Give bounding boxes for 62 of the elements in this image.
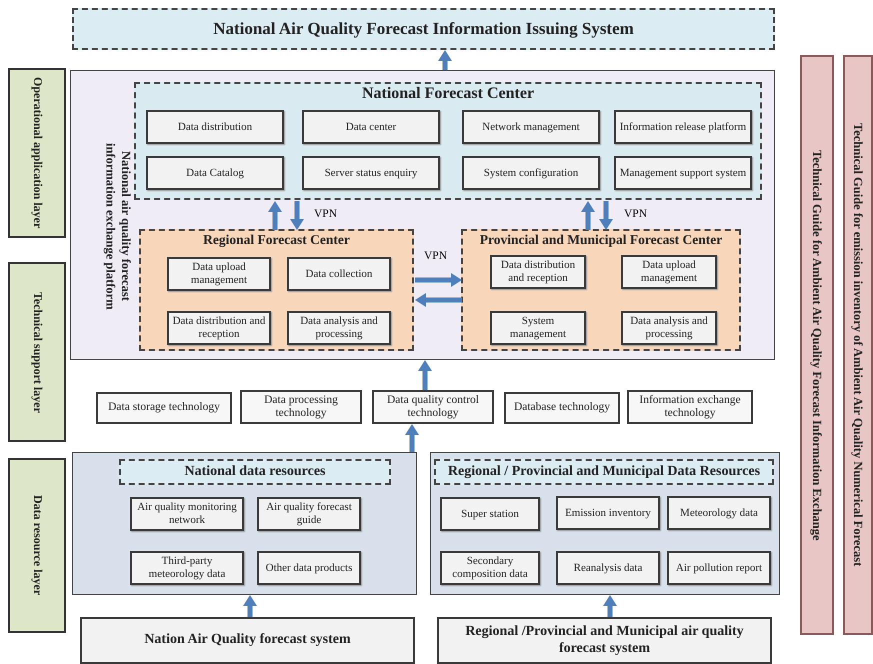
arrow <box>599 201 613 230</box>
panel-background <box>430 452 780 595</box>
module-box: Data analysis and processing <box>287 311 391 345</box>
arrow <box>581 201 595 230</box>
arrow <box>290 201 304 230</box>
module-box: Reanalysis data <box>556 551 660 585</box>
module-box: Information release platform <box>614 110 752 144</box>
technology-box: Data processing technology <box>240 390 362 424</box>
forecast-center-panel <box>139 229 414 351</box>
module-box: Management support system <box>614 156 752 190</box>
module-box: Air quality forecast guide <box>257 497 361 531</box>
module-box: Data collection <box>287 257 391 291</box>
arrow <box>438 50 452 70</box>
module-box: Server status enquiry <box>302 156 440 190</box>
forecast-center-panel <box>134 82 762 200</box>
module-box: Data analysis and processing <box>621 311 717 345</box>
layer-label: Operational application layer <box>8 68 66 238</box>
arrow <box>415 273 462 287</box>
module-box: Secondary composition data <box>440 551 540 585</box>
module-box: Meteorology data <box>667 496 771 530</box>
technology-box: Data storage technology <box>96 392 232 424</box>
layer-label: Data resource layer <box>8 458 66 633</box>
module-box: Emission inventory <box>556 496 660 530</box>
module-box: Data distribution <box>146 110 284 144</box>
arrow <box>415 293 462 307</box>
guide-band: Technical Guide for Ambient Air Quality Forecast Information Exchange <box>800 55 834 635</box>
center-heading: Regional Forecast Center <box>202 232 351 248</box>
module-box: Air quality monitoring network <box>130 497 244 531</box>
module-box: Super station <box>440 497 540 531</box>
platform-panel <box>70 70 775 360</box>
module-box: System configuration <box>462 156 600 190</box>
module-box: System management <box>490 311 586 345</box>
module-box: Other data products <box>257 551 361 585</box>
arrow <box>418 360 432 390</box>
arrow <box>243 595 257 617</box>
system-banner: National Air Quality Forecast Information Issuing System <box>72 8 775 50</box>
center-heading: National Forecast Center <box>360 85 536 103</box>
module-box: Data distribution and reception <box>167 311 271 345</box>
platform-title: National air quality forecast information exchange platform <box>102 142 133 312</box>
layer-label: Technical support layer <box>8 262 66 442</box>
arrow <box>268 201 282 230</box>
forecast-system-box: Nation Air Quality forecast system <box>80 617 415 664</box>
module-box: Data Catalog <box>146 156 284 190</box>
forecast-center-panel <box>461 229 741 351</box>
module-box: Data upload management <box>167 257 271 291</box>
forecast-system-box: Regional /Provincial and Municipal air quality forecast system <box>437 617 772 664</box>
module-box: Air pollution report <box>667 551 771 585</box>
technology-box: Data quality control technology <box>372 390 494 424</box>
technology-box: Information exchange technology <box>627 390 753 424</box>
panel-heading: National data resources <box>119 459 391 485</box>
center-heading: Provincial and Municipal Forecast Center <box>478 232 724 248</box>
arrow <box>603 595 617 617</box>
guide-band: Technical Guide for emission inventory of Ambient Air Quality Numerical Forecast <box>843 55 873 635</box>
module-box: Data center <box>302 110 440 144</box>
panel-background <box>72 452 417 595</box>
panel-heading: Regional / Provincial and Municipal Data Resources <box>434 459 774 485</box>
module-box: Data distribution and reception <box>490 255 586 289</box>
module-box: Network management <box>462 110 600 144</box>
technology-box: Database technology <box>504 392 620 424</box>
arrow <box>405 424 419 452</box>
module-box: Third-party meteorology data <box>130 551 244 585</box>
module-box: Data upload management <box>621 255 717 289</box>
